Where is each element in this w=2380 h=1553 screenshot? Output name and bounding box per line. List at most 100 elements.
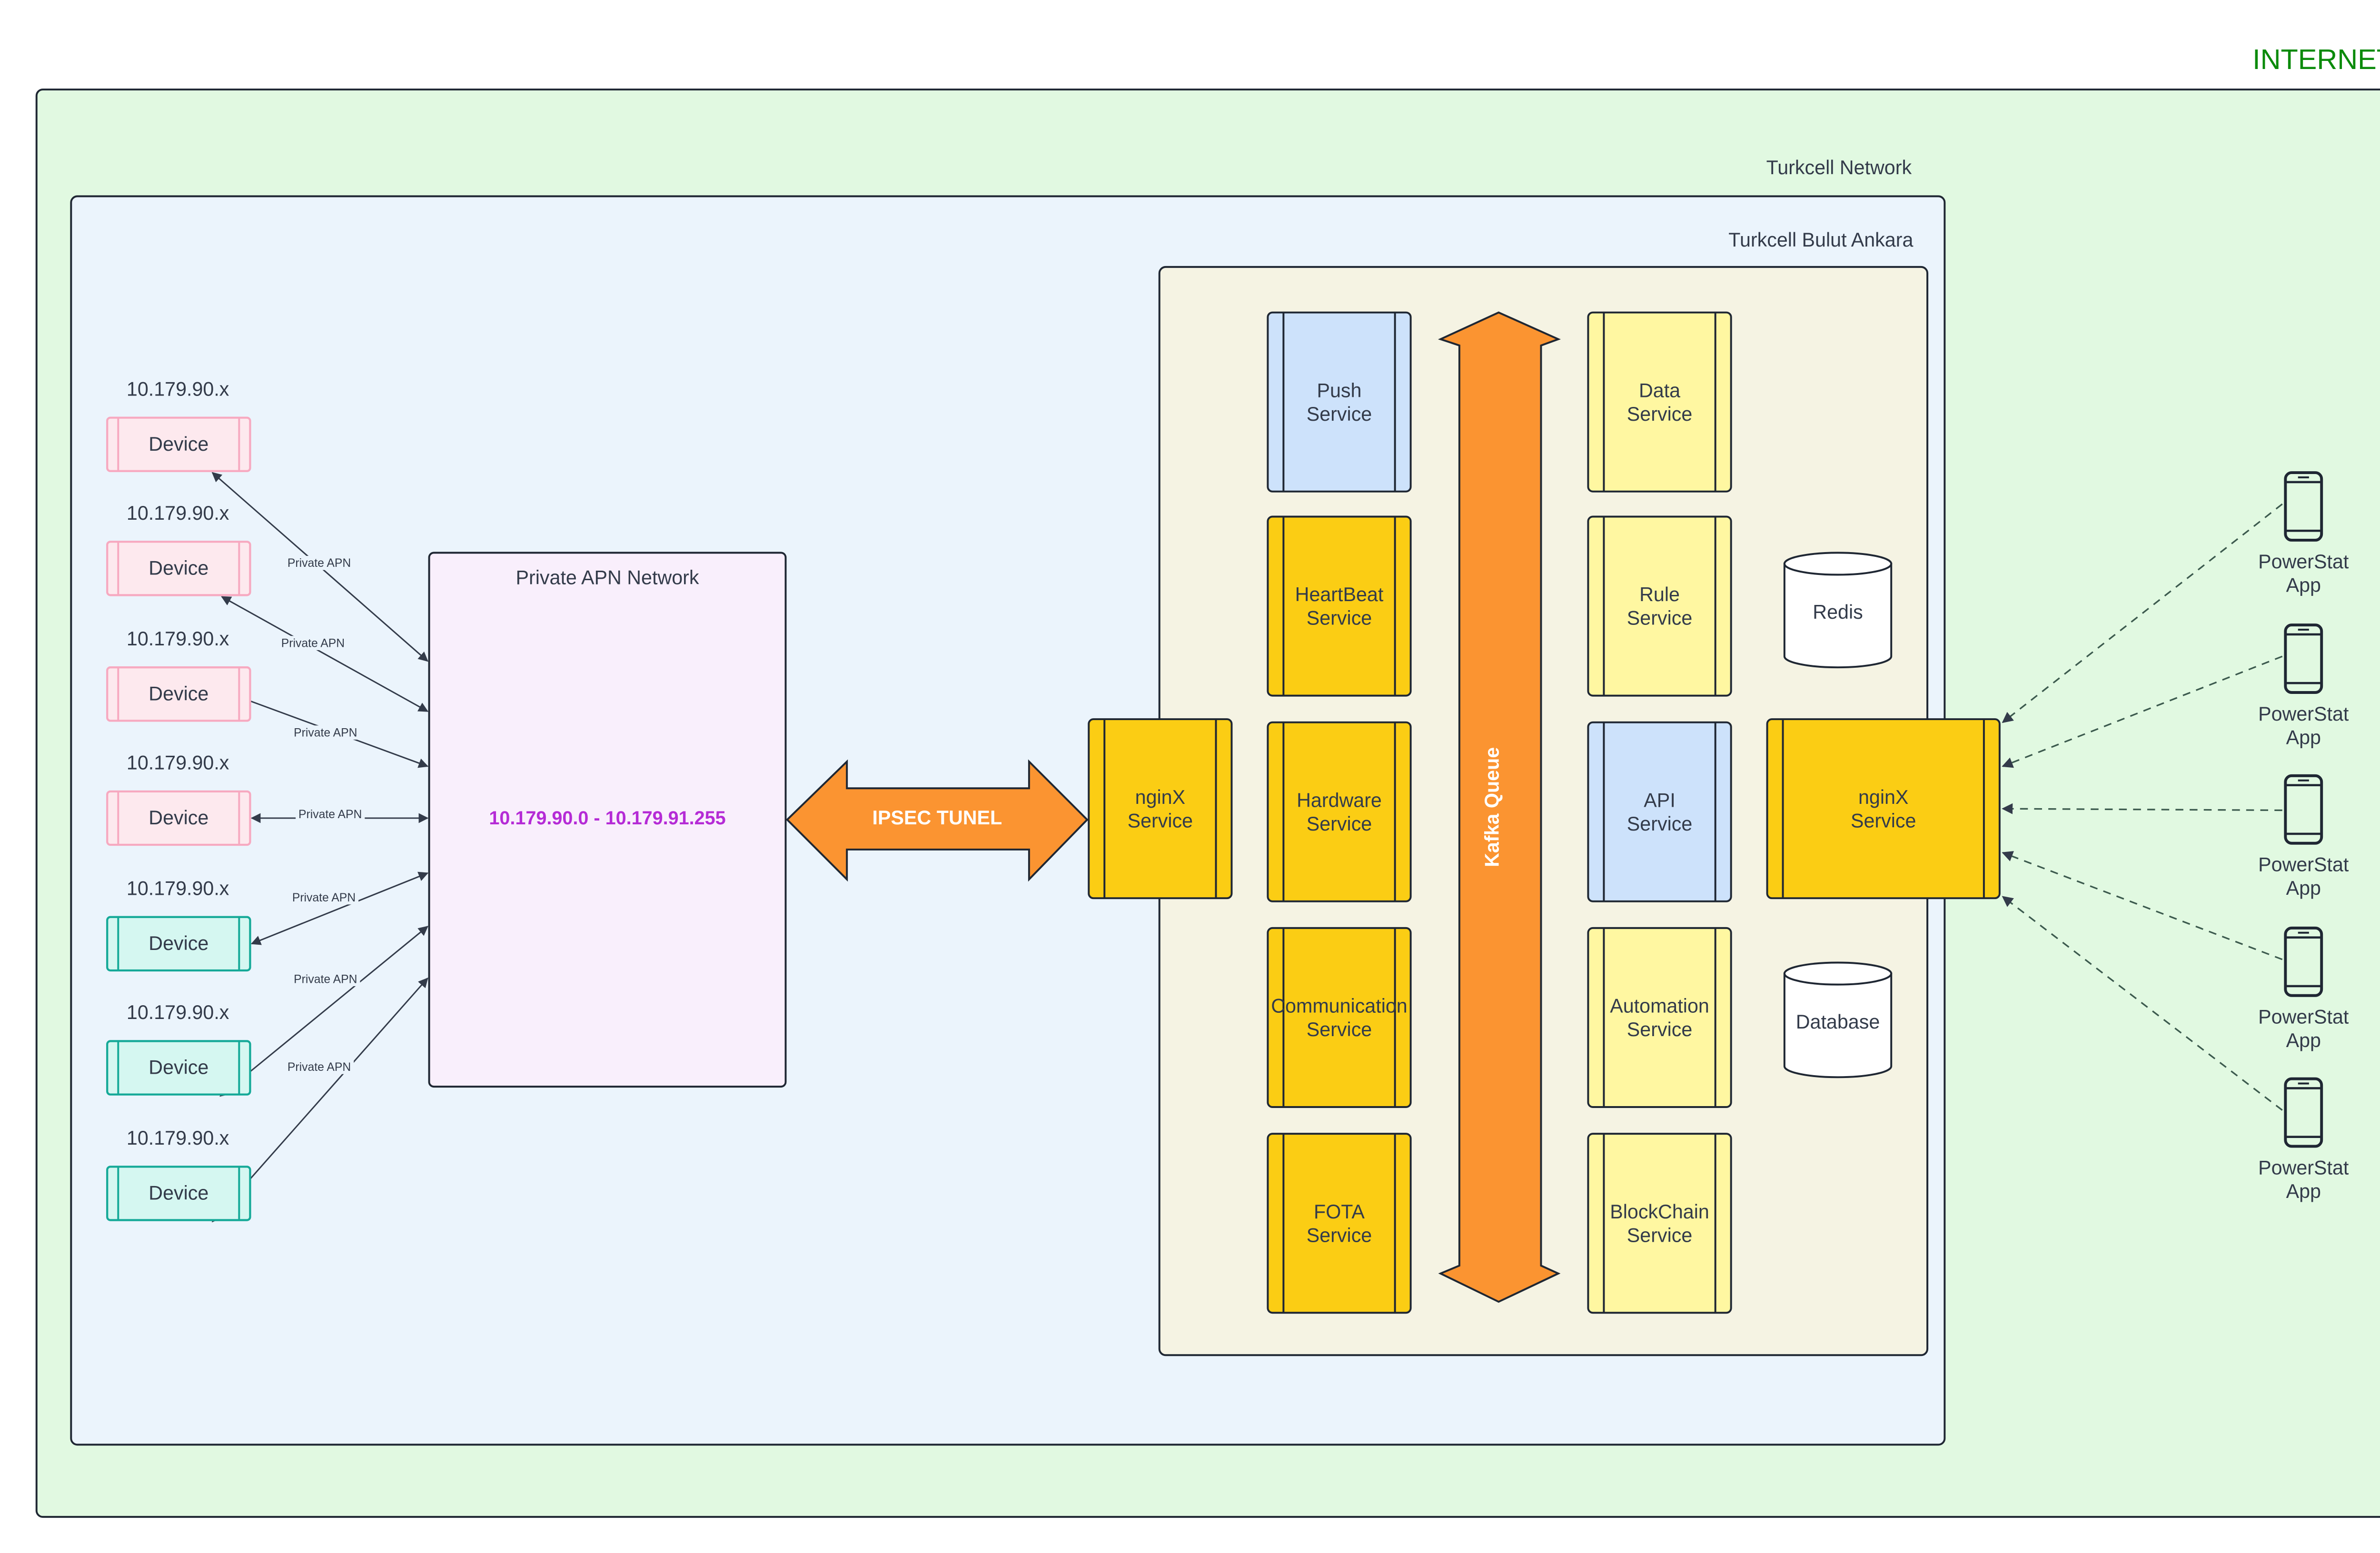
device-column: 10.179.90.xDevice10.179.90.xDevice10.179… <box>106 378 251 1221</box>
redis-store-top <box>1783 552 1893 576</box>
automation-service-block-box <box>1587 927 1732 1108</box>
app-connection <box>2002 503 2283 723</box>
link-label-bg <box>278 636 347 650</box>
ipsec-tunnel-arrow <box>785 759 1089 882</box>
powerstat-app-label: PowerStat <box>2258 703 2349 725</box>
turkcell-network-label: Turkcell Network <box>1766 157 1912 178</box>
link-label-bg <box>289 890 359 905</box>
heartbeat-service-block-label: Service <box>1307 607 1372 629</box>
link-label-bg <box>296 807 365 821</box>
device-box <box>106 916 251 972</box>
private-apn-link <box>221 596 429 712</box>
powerstat-app-label: PowerStat <box>2258 1157 2349 1178</box>
nginx-outer-block-label: nginX <box>1858 786 1908 808</box>
fota-service-block-label: Service <box>1307 1224 1372 1246</box>
automation-service-block-label: Automation <box>1610 995 1709 1017</box>
private-apn-network <box>428 552 787 1088</box>
database-store: Database <box>1783 961 1893 1078</box>
nginx-outer-block-label: Service <box>1851 810 1916 831</box>
phone-icon <box>2284 774 2323 845</box>
device-ip-label: 10.179.90.x <box>127 502 229 524</box>
link-label-bg <box>291 725 360 740</box>
device-ip-label: 10.179.90.x <box>127 878 229 900</box>
redis-store: Redis <box>1783 552 1893 669</box>
private-apn-link-label: Private APN <box>288 1061 351 1074</box>
fota-service-block-box <box>1267 1133 1412 1314</box>
link-label-bg <box>285 1060 354 1074</box>
heartbeat-service-block-label: HeartBeat <box>1295 584 1384 605</box>
powerstat-app-label: PowerStat <box>2258 1006 2349 1028</box>
device-box <box>106 790 251 846</box>
phone-icon <box>2284 623 2323 694</box>
powerstat-app-label: PowerStat <box>2258 551 2349 573</box>
device-ip-label: 10.179.90.x <box>127 378 229 400</box>
device-label: Device <box>149 683 208 704</box>
redis-store-label: Redis <box>1813 601 1863 623</box>
device-label: Device <box>149 557 208 579</box>
nginx-outer-block-box <box>1766 718 2001 900</box>
app-column: PowerStatAppPowerStatAppPowerStatAppPowe… <box>2258 471 2349 1202</box>
service-blocks: PushServiceHeartBeatServiceHardwareServi… <box>1088 311 2001 1314</box>
fota-service-block-label: FOTA <box>1314 1201 1365 1223</box>
phone-icon <box>2284 471 2323 542</box>
ipsec-tunnel-label: IPSEC TUNEL <box>873 807 1002 829</box>
private-apn-link-label: Private APN <box>298 808 362 821</box>
powerstat-app-label: PowerStat <box>2258 854 2349 876</box>
device-box <box>106 416 251 472</box>
app-connection <box>2002 896 2283 1111</box>
push-service-block-label: Push <box>1317 379 1362 401</box>
database-store-body <box>1783 972 1893 1078</box>
device-ip-label: 10.179.90.x <box>127 1001 229 1023</box>
kafka-queue-arrow <box>1438 311 1561 1303</box>
apn-ip-range: 10.179.90.0 - 10.179.91.255 <box>489 808 725 829</box>
kafka-queue-label: Kafka Queue <box>1481 747 1503 867</box>
device-label: Device <box>149 1057 208 1078</box>
powerstat-app-label: App <box>2286 1029 2321 1051</box>
push-service-block-label: Service <box>1307 403 1372 425</box>
device-label: Device <box>149 433 208 455</box>
device-label: Device <box>149 807 208 829</box>
internet-label: INTERNET <box>2252 43 2380 75</box>
device-box <box>106 541 251 596</box>
app-connection <box>2002 851 2283 960</box>
heartbeat-service-block-box <box>1267 515 1412 697</box>
powerstat-app-label: App <box>2286 877 2321 899</box>
private-apn-link-label: Private APN <box>281 637 345 650</box>
automation-service-block-label: Service <box>1627 1019 1693 1040</box>
device-label: Device <box>149 932 208 954</box>
api-service-block-label: Service <box>1627 813 1693 835</box>
phone-icon <box>2284 926 2323 997</box>
app-connection <box>2002 655 2283 768</box>
private-apn-link-label: Private APN <box>294 973 357 986</box>
blockchain-service-block-label: BlockChain <box>1610 1201 1709 1223</box>
private-apn-link-label: Private APN <box>294 726 357 739</box>
rule-service-block-label: Service <box>1627 607 1693 629</box>
communication-service-block-label: Service <box>1307 1019 1372 1040</box>
hardware-service-block-box <box>1267 721 1412 902</box>
database-store-label: Database <box>1796 1011 1880 1033</box>
data-service-block-label: Service <box>1627 403 1693 425</box>
app-links <box>2002 503 2283 1111</box>
api-service-block-box <box>1587 721 1732 902</box>
database-store-top <box>1783 961 1893 986</box>
turkcell-bulut-label: Turkcell Bulut Ankara <box>1728 229 1913 251</box>
hardware-service-block-label: Service <box>1307 813 1372 835</box>
private-apn-link-label: Private APN <box>288 557 351 570</box>
